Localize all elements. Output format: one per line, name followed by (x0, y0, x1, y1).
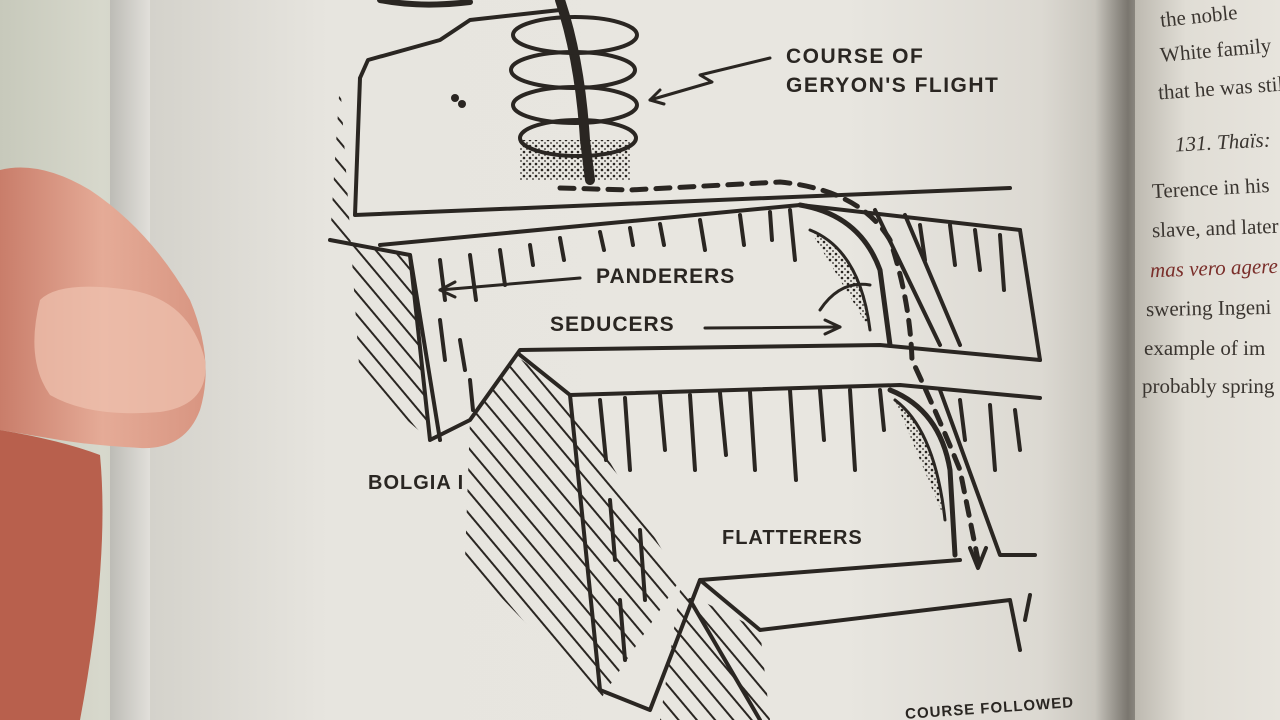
seducers-label: SEDUCERS (550, 313, 675, 336)
right-page-line: example of im (1144, 336, 1266, 360)
course-label-line2: GERYON'S FLIGHT (786, 74, 1000, 97)
palm (0, 430, 103, 720)
bolgia-label: BOLGIA I (368, 472, 465, 494)
course-label-line1: COURSE OF (786, 45, 925, 68)
flatterers-label: FLATTERERS (722, 527, 863, 549)
course-of-geryons-flight-label: COURSE OF GERYON'S FLIGHT (786, 42, 999, 100)
right-page-line: probably spring (1142, 374, 1275, 398)
panderers-label: PANDERERS (596, 265, 736, 288)
thumbnail (34, 286, 206, 414)
upper-plateau-edge (353, 8, 1012, 217)
right-page (1135, 0, 1280, 720)
course-path (557, 179, 981, 563)
